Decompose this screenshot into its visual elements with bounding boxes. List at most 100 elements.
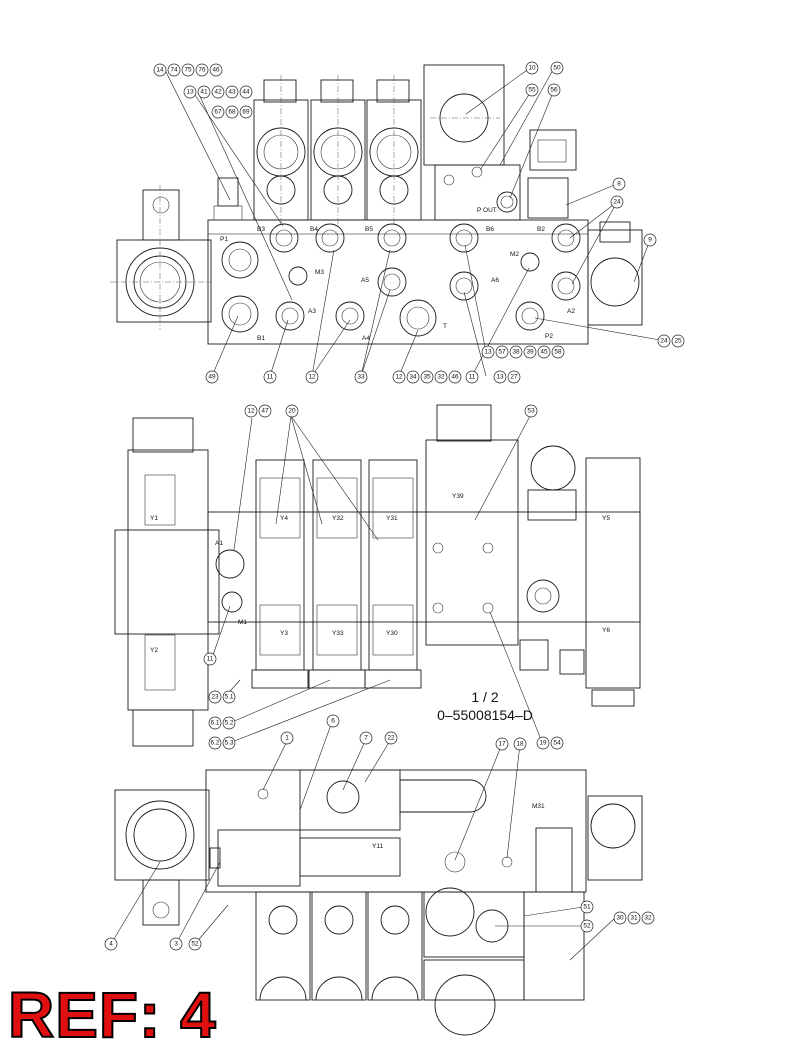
svg-text:6: 6 bbox=[331, 718, 335, 725]
port-labels-top: P1 B3 B4 B5 B6 B2 M3 A3 A5 A6 M2 B1 A4 T… bbox=[220, 207, 575, 342]
svg-text:A5: A5 bbox=[361, 277, 369, 284]
svg-text:A6: A6 bbox=[491, 277, 499, 284]
svg-text:Y6: Y6 bbox=[602, 627, 610, 634]
top-view bbox=[110, 64, 643, 345]
svg-text:67: 67 bbox=[214, 109, 222, 116]
svg-text:P2: P2 bbox=[545, 333, 553, 340]
svg-text:39: 39 bbox=[526, 349, 534, 356]
svg-text:18: 18 bbox=[516, 741, 524, 748]
svg-text:Y30: Y30 bbox=[386, 630, 398, 637]
svg-text:14: 14 bbox=[156, 67, 164, 74]
svg-text:B4: B4 bbox=[310, 226, 318, 233]
svg-text:17: 17 bbox=[498, 741, 506, 748]
drawing-identifier: 1 / 2 0–55008154–D bbox=[395, 688, 575, 724]
svg-text:Y3: Y3 bbox=[280, 630, 288, 637]
port-labels-middle: A1 M1 Y4 Y32 Y31 Y3 Y33 Y30 Y39 Y5 Y6 Y1… bbox=[150, 493, 610, 654]
svg-text:5.2: 5.2 bbox=[224, 720, 233, 727]
svg-text:49: 49 bbox=[208, 374, 216, 381]
svg-text:1: 1 bbox=[285, 735, 289, 742]
svg-text:A3: A3 bbox=[308, 308, 316, 315]
svg-text:76: 76 bbox=[198, 67, 206, 74]
svg-text:35: 35 bbox=[423, 374, 431, 381]
svg-text:5.1: 5.1 bbox=[224, 694, 233, 701]
svg-text:53: 53 bbox=[527, 408, 535, 415]
svg-text:9: 9 bbox=[648, 237, 652, 244]
svg-text:56: 56 bbox=[550, 87, 558, 94]
svg-text:6.1: 6.1 bbox=[210, 720, 219, 727]
svg-text:38: 38 bbox=[512, 349, 520, 356]
callouts-top bbox=[164, 67, 661, 377]
svg-text:12: 12 bbox=[308, 374, 316, 381]
svg-text:75: 75 bbox=[184, 67, 192, 74]
bubble-group-top: 14 74 75 76 46 13 41 42 43 44 67 68 69 1… bbox=[153, 61, 685, 384]
svg-text:5.3: 5.3 bbox=[224, 740, 233, 747]
svg-text:B3: B3 bbox=[257, 226, 265, 233]
svg-text:32: 32 bbox=[644, 915, 652, 922]
svg-text:54: 54 bbox=[553, 740, 561, 747]
callouts-middle bbox=[211, 415, 543, 743]
svg-text:74: 74 bbox=[170, 67, 178, 74]
svg-text:32: 32 bbox=[437, 374, 445, 381]
svg-text:M31: M31 bbox=[532, 803, 545, 810]
svg-text:45: 45 bbox=[540, 349, 548, 356]
svg-text:55: 55 bbox=[528, 87, 536, 94]
svg-text:52: 52 bbox=[191, 941, 199, 948]
svg-text:P1: P1 bbox=[220, 236, 228, 243]
svg-text:B1: B1 bbox=[257, 335, 265, 342]
svg-text:B6: B6 bbox=[486, 226, 494, 233]
svg-text:13: 13 bbox=[186, 89, 194, 96]
svg-text:50: 50 bbox=[553, 65, 561, 72]
svg-text:41: 41 bbox=[200, 89, 208, 96]
svg-text:58: 58 bbox=[554, 349, 562, 356]
svg-text:A4: A4 bbox=[362, 335, 370, 342]
svg-text:57: 57 bbox=[498, 349, 506, 356]
svg-text:P OUT: P OUT bbox=[477, 207, 497, 214]
callouts-bottom bbox=[110, 721, 616, 961]
svg-text:24: 24 bbox=[613, 199, 621, 206]
svg-text:33: 33 bbox=[357, 374, 365, 381]
svg-text:Y33: Y33 bbox=[332, 630, 344, 637]
svg-text:12: 12 bbox=[247, 408, 255, 415]
svg-text:27: 27 bbox=[510, 374, 518, 381]
svg-text:43: 43 bbox=[228, 89, 236, 96]
svg-text:M1: M1 bbox=[238, 619, 247, 626]
bottom-view bbox=[114, 769, 643, 1036]
svg-text:A1: A1 bbox=[215, 540, 223, 547]
svg-text:Y2: Y2 bbox=[150, 647, 158, 654]
svg-text:6.2: 6.2 bbox=[210, 740, 219, 747]
svg-text:24: 24 bbox=[660, 338, 668, 345]
svg-text:19: 19 bbox=[539, 740, 547, 747]
svg-text:46: 46 bbox=[212, 67, 220, 74]
ref-badge: REF: 4 bbox=[7, 979, 217, 1051]
svg-text:Y32: Y32 bbox=[332, 515, 344, 522]
svg-text:13: 13 bbox=[496, 374, 504, 381]
bubble-group-middle: 12 47 20 53 11 23 5.1 6.1 5.2 6.2 5.3 19… bbox=[203, 404, 564, 750]
svg-text:11: 11 bbox=[469, 374, 476, 381]
svg-text:51: 51 bbox=[583, 904, 591, 911]
svg-text:Y39: Y39 bbox=[452, 493, 464, 500]
svg-text:34: 34 bbox=[409, 374, 417, 381]
svg-text:B2: B2 bbox=[537, 226, 545, 233]
middle-view bbox=[114, 404, 641, 747]
svg-text:42: 42 bbox=[214, 89, 222, 96]
svg-text:13: 13 bbox=[484, 349, 492, 356]
port-labels-bottom: M31 Y11 bbox=[372, 803, 545, 850]
svg-text:Y31: Y31 bbox=[386, 515, 398, 522]
svg-text:11: 11 bbox=[267, 374, 274, 381]
svg-text:46: 46 bbox=[451, 374, 459, 381]
svg-text:11: 11 bbox=[207, 656, 214, 663]
svg-text:22: 22 bbox=[387, 735, 395, 742]
svg-text:44: 44 bbox=[242, 89, 250, 96]
svg-text:Y5: Y5 bbox=[602, 515, 610, 522]
svg-text:23: 23 bbox=[211, 694, 219, 701]
drawing-number: 0–55008154–D bbox=[437, 707, 533, 723]
svg-text:B5: B5 bbox=[365, 226, 373, 233]
svg-text:31: 31 bbox=[630, 915, 638, 922]
svg-text:Y1: Y1 bbox=[150, 515, 158, 522]
svg-text:8: 8 bbox=[617, 181, 621, 188]
svg-text:30: 30 bbox=[616, 915, 624, 922]
sheet-page-number: 1 / 2 bbox=[471, 689, 499, 705]
svg-text:M2: M2 bbox=[510, 251, 519, 258]
svg-text:10: 10 bbox=[528, 65, 536, 72]
